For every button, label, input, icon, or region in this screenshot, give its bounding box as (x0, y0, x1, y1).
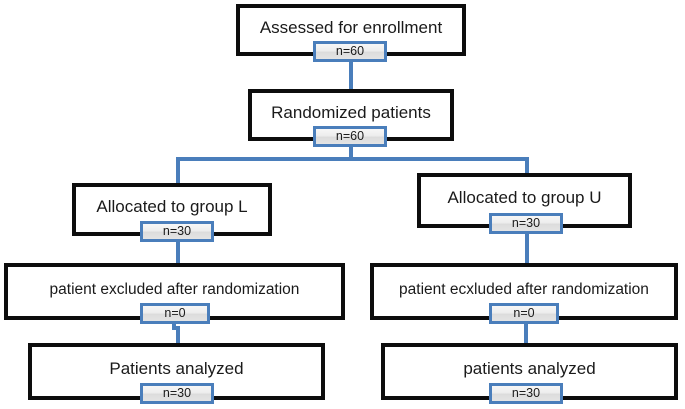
connector-excludedl-to-analyzedl-lower (176, 326, 180, 346)
connector-assessed-to-randomized (349, 55, 353, 89)
badge-randomized-count: n=60 (313, 126, 387, 147)
connector-randomized-down (349, 140, 353, 160)
badge-label-allocated-l-count: n=30 (162, 224, 192, 239)
connector-split-right-drop (525, 157, 529, 175)
node-label-analyzed-left: Patients analyzed (109, 359, 244, 379)
badge-label-excluded-right-count: n=0 (513, 306, 535, 321)
node-label-randomized: Randomized patients (271, 102, 431, 122)
badge-label-allocated-u-count: n=30 (511, 216, 541, 231)
badge-label-excluded-left-count: n=0 (164, 306, 186, 321)
node-assessed-for-enrollment: Assessed for enrollment (236, 4, 466, 56)
connector-excludedu-to-analyzedu (524, 316, 528, 346)
node-label-allocated-u: Allocated to group U (447, 188, 602, 208)
node-label-analyzed-right: patients analyzed (463, 359, 596, 379)
badge-allocated-u-count: n=30 (489, 213, 563, 234)
node-label-assessed: Assessed for enrollment (259, 17, 443, 37)
badge-analyzed-left-count: n=30 (140, 383, 214, 404)
badge-label-assessed-count: n=60 (335, 44, 365, 59)
badge-assessed-count: n=60 (313, 41, 387, 62)
badge-label-analyzed-right-count: n=30 (511, 386, 541, 401)
node-label-excluded-right: patient ecxluded after randomization (399, 280, 649, 298)
connector-split-left-drop (176, 157, 180, 185)
badge-excluded-right-count: n=0 (489, 303, 559, 324)
node-label-excluded-left: patient excluded after randomization (49, 280, 300, 298)
badge-analyzed-right-count: n=30 (489, 383, 563, 404)
badge-excluded-left-count: n=0 (140, 303, 210, 324)
connector-split-bus (176, 157, 529, 161)
badge-allocated-l-count: n=30 (140, 221, 214, 242)
badge-label-randomized-count: n=60 (335, 129, 365, 144)
connector-allocu-to-excludedu (525, 228, 529, 265)
node-label-allocated-l: Allocated to group L (96, 197, 248, 217)
badge-label-analyzed-left-count: n=30 (162, 386, 192, 401)
connector-allocl-to-excludedl (176, 236, 180, 265)
